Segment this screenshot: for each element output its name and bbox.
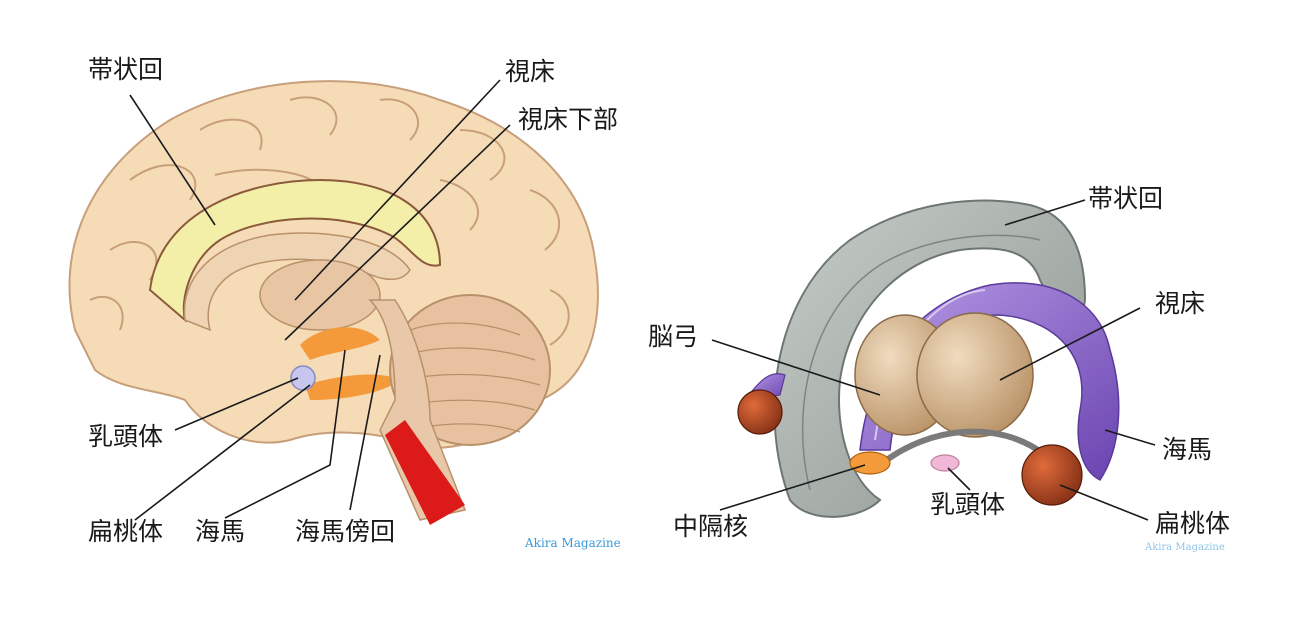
parahippocampal-region (305, 374, 400, 400)
spinal-cord (385, 420, 465, 525)
label-parahippocampal-gyrus: 海馬傍回 (295, 517, 395, 546)
right-leader-lines (711, 199, 1156, 521)
left-leader-lines (129, 79, 511, 521)
label-right-septal-nucleus: 中隔核 (673, 512, 748, 541)
thalamus-region (259, 259, 381, 331)
label-hippocampus: 海馬 (195, 517, 245, 546)
hippocampus-region (300, 327, 380, 360)
corpus-callosum (183, 232, 411, 332)
label-thalamus: 視床 (505, 57, 555, 86)
label-amygdala: 扁桃体 (88, 517, 163, 546)
mammillary-body (930, 454, 960, 472)
amygdala-left (737, 389, 783, 435)
cingulate-gyrus-region (148, 178, 442, 323)
watermark-left: Akira Magazine (524, 536, 621, 550)
brainstem (368, 299, 467, 521)
cingulate-ring-inner (801, 234, 1041, 491)
septal-nucleus (849, 451, 891, 475)
right-limbic-figure: 帯状回 視床 脳弓 海馬 中隔核 乳頭体 扁桃体 Akira Magazine (648, 184, 1230, 553)
label-mammillary-body: 乳頭体 (88, 422, 163, 451)
amygdala-right (1021, 444, 1083, 506)
label-right-amygdala: 扁桃体 (1155, 509, 1230, 538)
label-right-fornix: 脳弓 (648, 322, 698, 351)
label-right-hippocampus: 海馬 (1162, 435, 1212, 464)
label-right-cingulate-gyrus: 帯状回 (1088, 184, 1163, 213)
label-cingulate-gyrus: 帯状回 (88, 55, 163, 84)
label-right-mammillary-body: 乳頭体 (930, 490, 1005, 519)
left-brain-figure: 帯状回 視床 視床下部 乳頭体 扁桃体 海馬 海馬傍回 Akira Magazi… (68, 55, 621, 550)
label-right-thalamus: 視床 (1155, 289, 1205, 318)
label-hypothalamus: 視床下部 (518, 105, 618, 134)
watermark-right: Akira Magazine (1144, 542, 1225, 553)
thalamus-right-lobe (916, 312, 1034, 438)
stria-terminalis (878, 428, 1047, 468)
mammillary-body-region (290, 365, 316, 391)
